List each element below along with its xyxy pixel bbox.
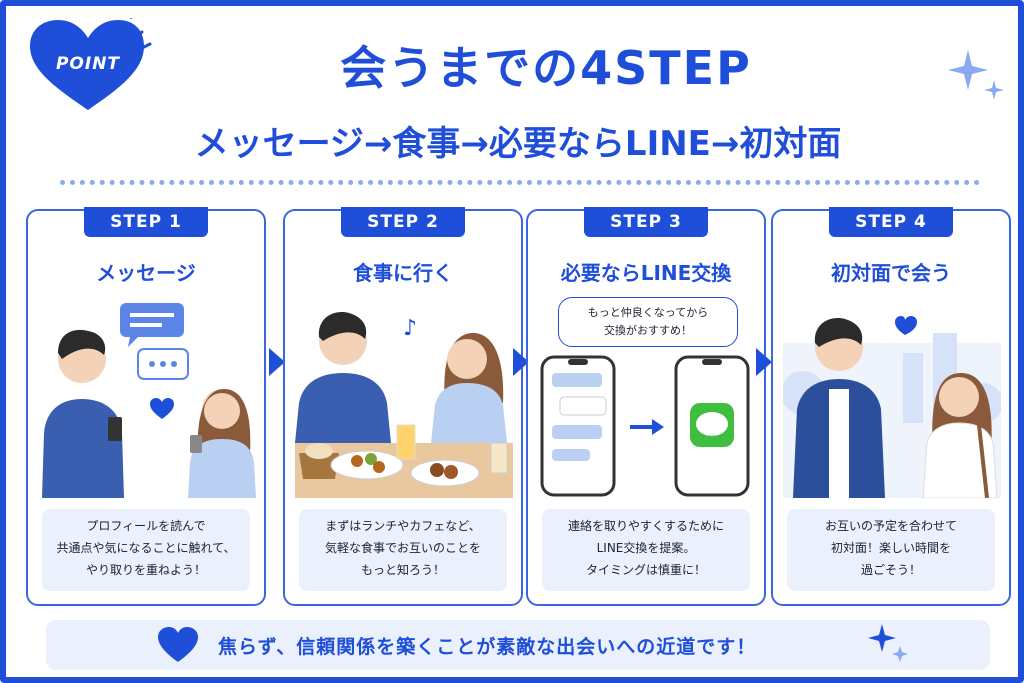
desc-line: まずはランチやカフェなど、 [325, 519, 481, 533]
point-heart-badge: POINT [26, 10, 144, 114]
step1-illustration [42, 303, 256, 498]
bubble-line: もっと仲良くなってから [587, 306, 709, 319]
page-subtitle: メッセージ→食事→必要ならLINE→初対面 [194, 124, 842, 164]
sparkle-icon [948, 50, 1004, 100]
desc-line: お互いの予定を合わせて [824, 519, 957, 533]
desc-line: 共通点や気になることに触れて、 [56, 541, 236, 555]
sparkle-lines-icon [124, 24, 152, 54]
desc-line: やり取りを重ねよう！ [85, 563, 206, 577]
step-title-1: メッセージ [96, 261, 196, 285]
desc-line: もっと知ろう！ [360, 563, 445, 577]
step2-illustration: ♪ [295, 312, 513, 498]
step-desc-3: 連絡を取りやすくするために LINE交換を提案。 タイミングは慎重に！ [542, 509, 750, 591]
heart-icon [895, 316, 917, 335]
step-card-3: STEP 3 必要ならLINE交換 もっと仲良くなってから 交換がおすすめ！ L… [526, 207, 766, 606]
advice-speech-bubble: もっと仲良くなってから 交換がおすすめ！ [558, 297, 738, 347]
desc-line: 気軽な食事でお互いのことを [324, 541, 481, 555]
dotted-divider [60, 180, 980, 186]
sparkle-icon [868, 624, 908, 662]
step4-illustration [783, 316, 1001, 498]
bubble-line: 交換がおすすめ！ [604, 324, 692, 337]
arrow-right-icon [513, 348, 529, 376]
arrow-right-icon [756, 348, 772, 376]
step-desc-4: お互いの予定を合わせて 初対面！楽しい時間を 過ごそう！ [787, 509, 995, 591]
footer-message: 焦らず、信頼関係を築くことが素敵な出会いへの近道です！ [218, 636, 757, 658]
badge-label: POINT [55, 54, 121, 74]
step-tab-4: STEP 4 [829, 207, 953, 237]
step-card-4: STEP 4 初対面で会う お互いの予定を合わせて 初対面！楽しい時間を 過ごそ… [771, 207, 1011, 606]
desc-line: 連絡を取りやすくするために [567, 519, 724, 533]
step-title-3: 必要ならLINE交換 [560, 261, 732, 285]
desc-line: タイミングは慎重に！ [585, 563, 706, 577]
step-desc-1: プロフィールを読んで 共通点や気になることに触れて、 やり取りを重ねよう！ [42, 509, 250, 591]
step-card-1: STEP 1 メッセージ プロフィールを読んで 共通点や気になることに触れて、 … [26, 207, 266, 606]
desc-line: LINE交換を提案。 [596, 541, 696, 555]
footer-banner: 焦らず、信頼関係を築くことが素敵な出会いへの近道です！ [46, 620, 990, 670]
desc-line: 過ごそう！ [860, 563, 921, 577]
line-app-label: LINE [702, 435, 726, 445]
step-title-4: 初対面で会う [831, 261, 951, 285]
step3-illustration [540, 355, 750, 497]
heart-icon [158, 627, 198, 662]
desc-line: プロフィールを読んで [86, 519, 206, 533]
page-title: 会うまでの4STEP [340, 41, 752, 95]
arrow-right-icon [269, 348, 285, 376]
step-card-2: STEP 2 食事に行く ♪ まずはランチやカフェなど、 気軽な食事でお互いのこ… [283, 207, 523, 606]
arrow-right-icon [652, 419, 664, 435]
step-tab-1: STEP 1 [84, 207, 208, 237]
step-desc-2: まずはランチやカフェなど、 気軽な食事でお互いのことを もっと知ろう！ [299, 509, 507, 591]
desc-line: 初対面！楽しい時間を [830, 541, 951, 555]
music-note-icon: ♪ [403, 316, 417, 341]
step-title-2: 食事に行く [353, 261, 453, 285]
step-tab-2: STEP 2 [341, 207, 465, 237]
step-tab-3: STEP 3 [584, 207, 708, 237]
